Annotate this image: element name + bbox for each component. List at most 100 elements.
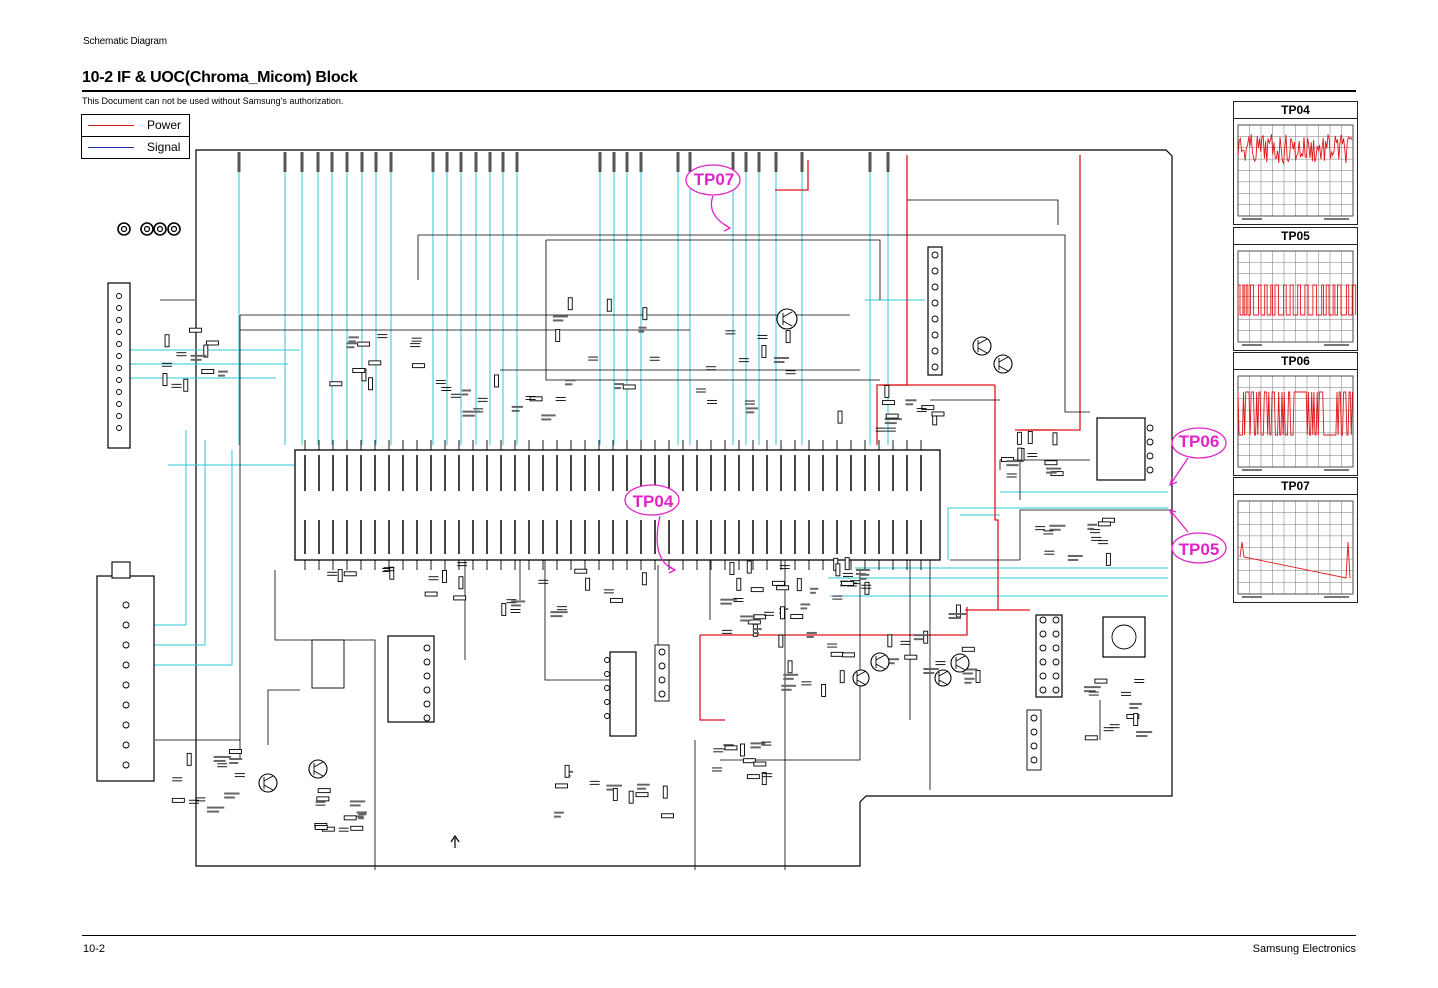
connector-pin [931, 363, 939, 371]
ic-pin-label [346, 455, 348, 491]
tp06-arrow [1169, 457, 1189, 486]
resistor [203, 344, 209, 358]
legend-item-power: Power [82, 115, 189, 136]
ir-receiver-lens [1111, 624, 1137, 650]
filter-pin [423, 686, 431, 694]
resistor [641, 572, 647, 586]
resistor [612, 787, 618, 801]
connector-label [868, 152, 872, 172]
connector-label [300, 152, 304, 172]
ic-pin-label [416, 520, 418, 554]
component-label [905, 399, 917, 402]
board-outline [195, 149, 1173, 867]
legend-label-power: Power [147, 118, 182, 132]
resistor [411, 363, 425, 369]
transistor-collector [313, 761, 324, 768]
filter-pin [423, 714, 431, 722]
component-label [462, 410, 481, 413]
eeprom-pin [604, 713, 610, 719]
connector-pin [1052, 686, 1060, 694]
connector-pin [1030, 714, 1038, 722]
resistor [1133, 713, 1139, 726]
resistor [555, 329, 561, 343]
component-label [356, 815, 364, 818]
component-label [511, 405, 523, 408]
waveform-scale-label [1242, 469, 1262, 471]
resistor [337, 569, 343, 583]
connector-label [283, 152, 287, 172]
component-label [348, 336, 359, 339]
resistor [317, 788, 331, 794]
ic-pin-label [584, 455, 586, 491]
connector-left-bottom [96, 575, 155, 782]
connector-pin [1030, 742, 1038, 750]
wire [546, 239, 881, 300]
eeprom-pin [604, 699, 610, 705]
component-label [781, 684, 796, 687]
resistor [975, 670, 981, 683]
ic-pin-label [542, 455, 544, 491]
ic-pin-label [850, 455, 852, 491]
waveform-scale-label [1324, 344, 1349, 346]
ic-pin-label [500, 455, 502, 491]
resistor [752, 623, 758, 637]
resistor [885, 413, 899, 419]
connector-pin [1039, 644, 1047, 652]
transistor-emitter [998, 365, 1009, 372]
signal-line [130, 440, 206, 646]
component-label [750, 746, 761, 749]
component-label [1087, 523, 1097, 526]
resistor [796, 578, 802, 592]
ic-pin-label [822, 455, 824, 491]
ic-pin-label [556, 455, 558, 491]
component-label [1006, 464, 1019, 467]
ic-pin-label [738, 520, 740, 554]
connector-pin [931, 347, 939, 355]
component-label [213, 759, 226, 762]
jack [156, 225, 164, 233]
resistor [882, 400, 896, 406]
ic-pin-label [878, 455, 880, 491]
component-label [614, 383, 624, 386]
ic-pin-label [808, 455, 810, 491]
resistor [186, 752, 192, 766]
connector-right [927, 246, 943, 376]
waveform-scale-label [1324, 469, 1349, 471]
wire-traces [155, 199, 1172, 870]
resistor [642, 307, 648, 321]
component-label [565, 379, 576, 382]
transistor [934, 669, 952, 687]
jack [140, 222, 154, 236]
waveform-scale-label [1242, 596, 1262, 598]
connector-pin [116, 365, 122, 371]
ic-pin-label [374, 455, 376, 491]
transistor [776, 308, 798, 330]
transistor-collector [856, 670, 867, 677]
component-label [806, 631, 817, 634]
component-label [948, 617, 962, 620]
tp06-label: TP06 [1178, 432, 1220, 451]
connector-pin [122, 601, 130, 609]
waveform-frame [1237, 500, 1354, 595]
component-label [783, 673, 799, 676]
transistor [852, 669, 870, 687]
resistor [1027, 430, 1033, 444]
component-label [1136, 735, 1148, 738]
ic-pin-label [360, 520, 362, 554]
ic-pin [1146, 424, 1154, 432]
resistor [494, 374, 499, 388]
connector-label [237, 152, 241, 172]
ic-pin-label [780, 455, 782, 491]
waveform-scale-label [1242, 344, 1262, 346]
ic-pin-label [696, 455, 698, 491]
ic-pin-label [528, 520, 530, 554]
resistor [887, 634, 893, 648]
resistor [1084, 735, 1098, 741]
resistor [841, 580, 855, 586]
component-label [637, 787, 646, 790]
ic-pin-label [724, 455, 726, 491]
resistor [189, 327, 202, 333]
component-label [565, 383, 573, 386]
component-label [1046, 471, 1057, 474]
resistor [955, 604, 961, 618]
